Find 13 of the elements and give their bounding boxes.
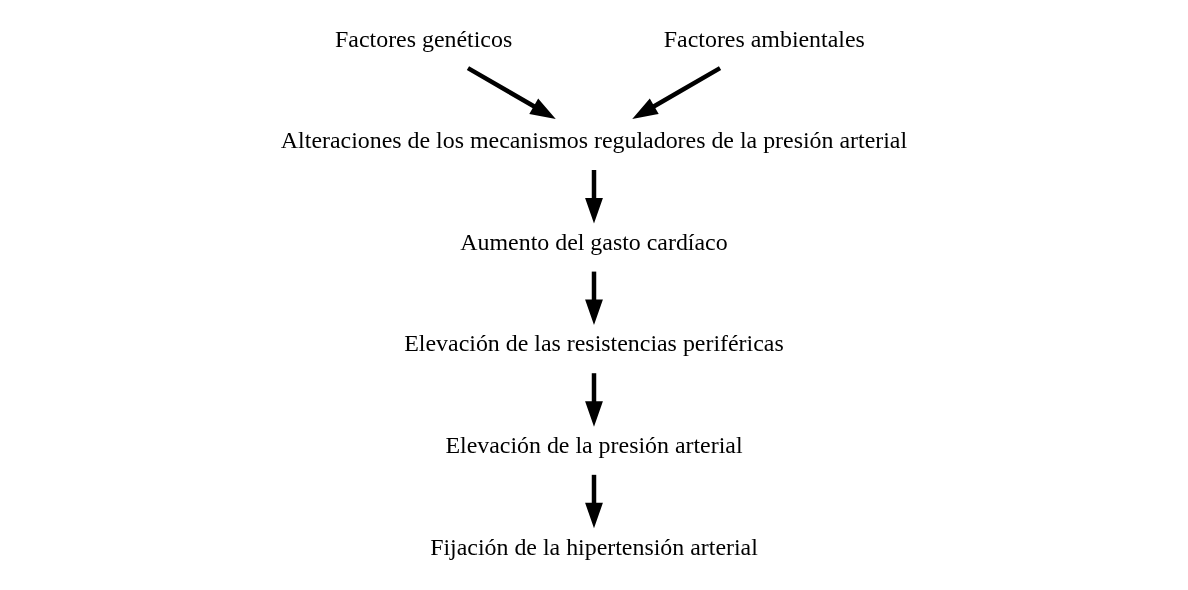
arrow bbox=[632, 66, 722, 119]
arrow bbox=[466, 66, 556, 119]
arrow bbox=[585, 170, 603, 224]
node-text: Elevación de la presión arterial bbox=[445, 432, 743, 459]
node-text: Elevación de las resistencias periféricas bbox=[404, 330, 784, 357]
node-text: Aumento del gasto cardíaco bbox=[460, 228, 728, 255]
arrow bbox=[585, 373, 603, 427]
node-text: Factores ambientales bbox=[663, 25, 865, 52]
arrow bbox=[585, 474, 603, 529]
node-text: Alteraciones de los mecanismos reguladores de la presión arterial bbox=[280, 127, 908, 154]
node-text: Fijación de la hipertensión arterial bbox=[430, 533, 758, 560]
arrow bbox=[585, 271, 603, 326]
node-text: Factores genéticos bbox=[335, 25, 513, 52]
